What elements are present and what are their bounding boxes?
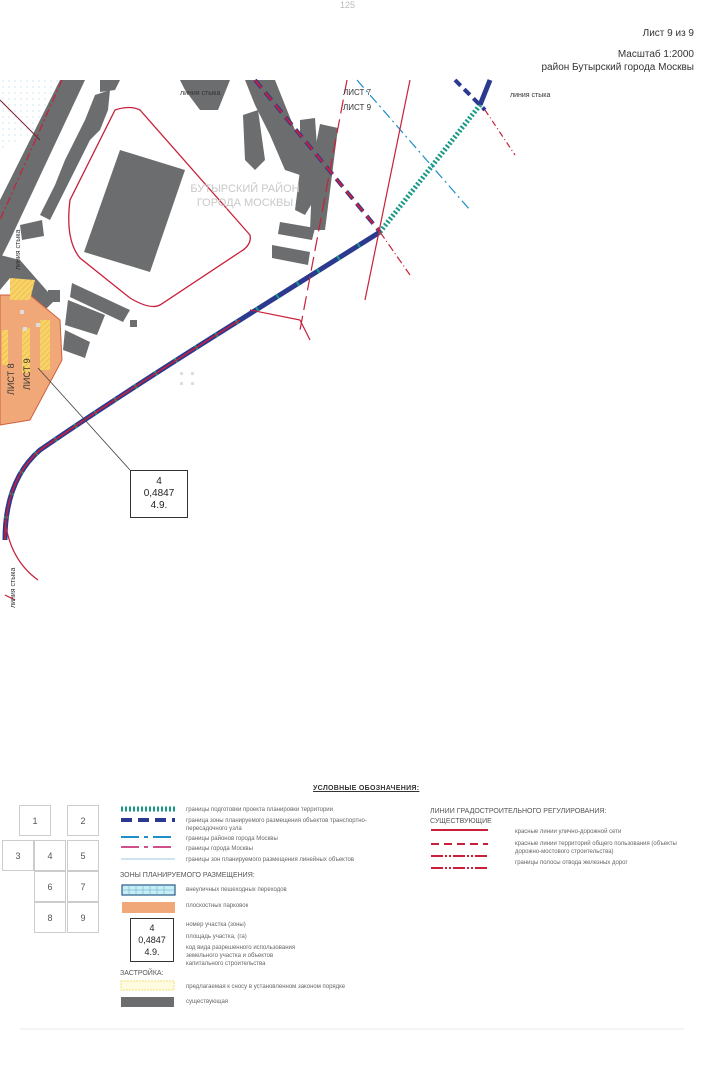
- sheet-indicator: Лист 9 из 9: [642, 28, 694, 39]
- district-label: район Бутырский города Москвы: [541, 62, 694, 73]
- legend-text-parcel-area: площадь участка, (га): [186, 934, 247, 940]
- legend-parcel-area: 0,4847: [138, 935, 166, 945]
- stadium-red-line: [68, 106, 251, 308]
- page-number: 125: [340, 0, 356, 10]
- legend-text-use-code-3: капитального строительства: [186, 961, 266, 967]
- legend-text-railway: границы полосы отвода железных дорог: [515, 860, 628, 866]
- sheet9-label: ЛИСТ 9: [343, 103, 372, 112]
- legend-parcel-box: 4 0,4847 4.9.: [130, 918, 174, 962]
- sheet-cell-9[interactable]: 9: [67, 902, 99, 933]
- sheet-cell-8[interactable]: 8: [34, 902, 66, 933]
- junction-line-label-left: линия стыка: [15, 230, 22, 270]
- sheet9-vertical-label: ЛИСТ 9: [22, 358, 32, 390]
- legend-text-city-boundary: границы города Москвы: [186, 846, 253, 852]
- legend-text-red-lines-public: красные линии территорий общего пользова…: [515, 841, 677, 855]
- parcel-number: 4: [156, 476, 162, 487]
- sheet8-vertical-label: ЛИСТ 8: [6, 363, 16, 395]
- district-name-line2: ГОРОДА МОСКВЫ: [197, 197, 293, 209]
- footer-divider: [20, 1028, 684, 1030]
- zone-legend-symbols: [121, 884, 176, 913]
- legend-title: УСЛОВНЫЕ ОБОЗНАЧЕНИЯ:: [313, 785, 420, 792]
- sheet-index-grid: 1 2 3 4 5 6 7 8 9: [0, 805, 110, 940]
- sheet-cell-6[interactable]: 6: [34, 871, 66, 902]
- sheet-info: Лист 9 из 9 Масштаб 1:2000 район Бутырск…: [541, 27, 694, 74]
- sheet-cell-5[interactable]: 5: [67, 840, 99, 871]
- district-boundary: [356, 79, 471, 211]
- legend-parcel-code: 4.9.: [144, 947, 160, 957]
- junction-line-label-top: линия стыка: [180, 90, 220, 97]
- sheet-cell-3[interactable]: 3: [2, 840, 34, 871]
- junction-line-label-right: линия стыка: [510, 92, 550, 99]
- legend-text-project-boundary: границы подготовки проекта планировки те…: [186, 807, 334, 813]
- regulation-legend-symbols: [431, 829, 488, 869]
- building-legend-symbols: [120, 980, 175, 1007]
- legend-parcel-number: 4: [149, 923, 155, 933]
- legend-text-demolition: предлагаемая к сносу в установленном зак…: [186, 984, 346, 990]
- existing-buildings: [0, 80, 338, 358]
- boundary-legend-symbols: [121, 806, 175, 860]
- legend-text-district-boundary: границы районов города Москвы: [186, 836, 278, 842]
- legend-text-existing: существующая: [186, 999, 229, 1005]
- map-canvas: БУТЫРСКИЙ РАЙОН ГОРОДА МОСКВЫ линия стык…: [0, 78, 550, 608]
- legend-text-pedestrian-crossings: внеуличных пешеходных переходов: [186, 887, 287, 893]
- sheet-cell-7[interactable]: 7: [67, 871, 99, 902]
- legend-zones-header: ЗОНЫ ПЛАНИРУЕМОГО РАЗМЕЩЕНИЯ:: [120, 872, 255, 879]
- legend-text-linear-objects: границы зон планируемого размещения лине…: [186, 857, 355, 863]
- sheet-cell-4[interactable]: 4: [34, 840, 66, 871]
- legend-text-tpu-zone: граница зоны планируемого размещения объ…: [186, 818, 367, 832]
- district-name-line1: БУТЫРСКИЙ РАЙОН: [190, 182, 299, 195]
- sheet7-label: ЛИСТ 7: [343, 88, 372, 97]
- parcel-area: 0,4847: [143, 488, 175, 499]
- sheet-cell-2[interactable]: 2: [67, 805, 99, 836]
- legend-text-red-lines-streets: красные линии улично-дорожной сети: [515, 829, 622, 835]
- demolition-buildings: [2, 278, 50, 373]
- project-boundary: [378, 103, 482, 234]
- legend-text-use-code: код вида разрешенного использования: [186, 945, 296, 951]
- pedestrian-zone-area: [0, 80, 60, 150]
- legend-text-parking: плоскостных парковок: [186, 903, 249, 909]
- tpu-zone-boundary: [2, 229, 382, 541]
- legend-buildings-header: ЗАСТРОЙКА:: [120, 970, 164, 977]
- legend-regulation-subheader: СУЩЕСТВУЮЩИЕ: [430, 818, 492, 825]
- legend-text-use-code-2: земельного участка и объектов: [186, 953, 274, 959]
- scale-label: Масштаб 1:2000: [617, 49, 694, 60]
- parcel-code: 4.9.: [150, 500, 168, 511]
- junction-line-label-bottom: линия стыка: [10, 568, 17, 608]
- sheet-cell-1[interactable]: 1: [19, 805, 51, 836]
- legend-regulation-header: ЛИНИИ ГРАДОСТРОИТЕЛЬНОГО РЕГУЛИРОВАНИЯ:: [430, 808, 607, 815]
- legend-text-parcel-number: номер участка (зоны): [186, 922, 246, 928]
- parcel-label-box[interactable]: 4 0,4847 4.9.: [130, 470, 188, 518]
